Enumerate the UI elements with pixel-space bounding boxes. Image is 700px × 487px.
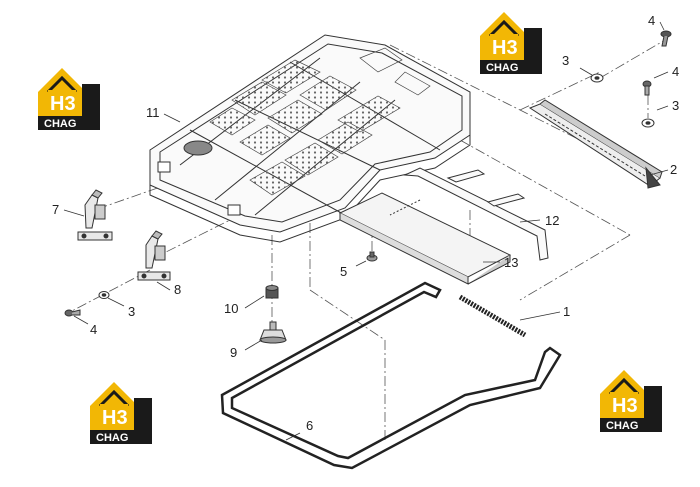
callout-8: 8 — [174, 282, 181, 297]
callout-4-right: 4 — [672, 64, 679, 79]
callout-11: 11 — [146, 105, 160, 120]
callout-10: 10 — [224, 301, 238, 316]
logo-top-left: H3 CHAG — [36, 66, 102, 132]
washer-left — [98, 291, 110, 299]
clip — [366, 251, 378, 262]
mounting-rail — [528, 99, 663, 189]
logo-text: CHAG — [486, 62, 518, 74]
logo-text: CHAG — [96, 432, 128, 444]
logo-top-center: H3 CHAG — [478, 10, 544, 76]
callout-2: 2 — [670, 162, 677, 177]
bolt-top — [660, 30, 672, 47]
logo-text: CHAG — [606, 420, 638, 432]
callout-9: 9 — [230, 345, 237, 360]
callout-7: 7 — [52, 202, 59, 217]
callouts: 1 2 3 3 3 4 4 4 5 6 7 8 9 10 11 12 13 — [52, 13, 679, 433]
latch-lower — [137, 230, 171, 281]
logo-mark: H3 — [102, 407, 128, 429]
engine-cover — [149, 34, 471, 243]
bolt-left — [64, 309, 81, 317]
seal-strip — [458, 294, 527, 338]
logo-mark: H3 — [612, 395, 638, 417]
washer-right — [641, 118, 655, 128]
logo-mark: H3 — [492, 37, 518, 59]
callout-4-top: 4 — [648, 13, 655, 28]
callout-5: 5 — [340, 264, 347, 279]
nut — [265, 285, 279, 299]
bolt-right — [642, 80, 652, 96]
latch-upper — [77, 189, 113, 241]
callout-6: 6 — [306, 418, 313, 433]
callout-4-left: 4 — [90, 322, 97, 337]
callout-3-left: 3 — [128, 304, 135, 319]
washer-top — [590, 73, 604, 83]
logo-text: CHAG — [44, 118, 76, 130]
callout-12: 12 — [545, 213, 559, 228]
logo-bottom-left: H3 CHAG — [88, 380, 154, 446]
gasket — [220, 281, 562, 470]
callout-3-top: 3 — [562, 53, 569, 68]
callout-1: 1 — [563, 304, 570, 319]
frame-bracket — [403, 167, 549, 261]
leader-lines — [63, 21, 669, 441]
logo-bottom-right: H3 CHAG — [598, 368, 664, 434]
callout-3-right: 3 — [672, 98, 679, 113]
callout-13: 13 — [504, 255, 518, 270]
logo-mark: H3 — [50, 93, 76, 115]
rubber-bumper — [259, 321, 287, 344]
